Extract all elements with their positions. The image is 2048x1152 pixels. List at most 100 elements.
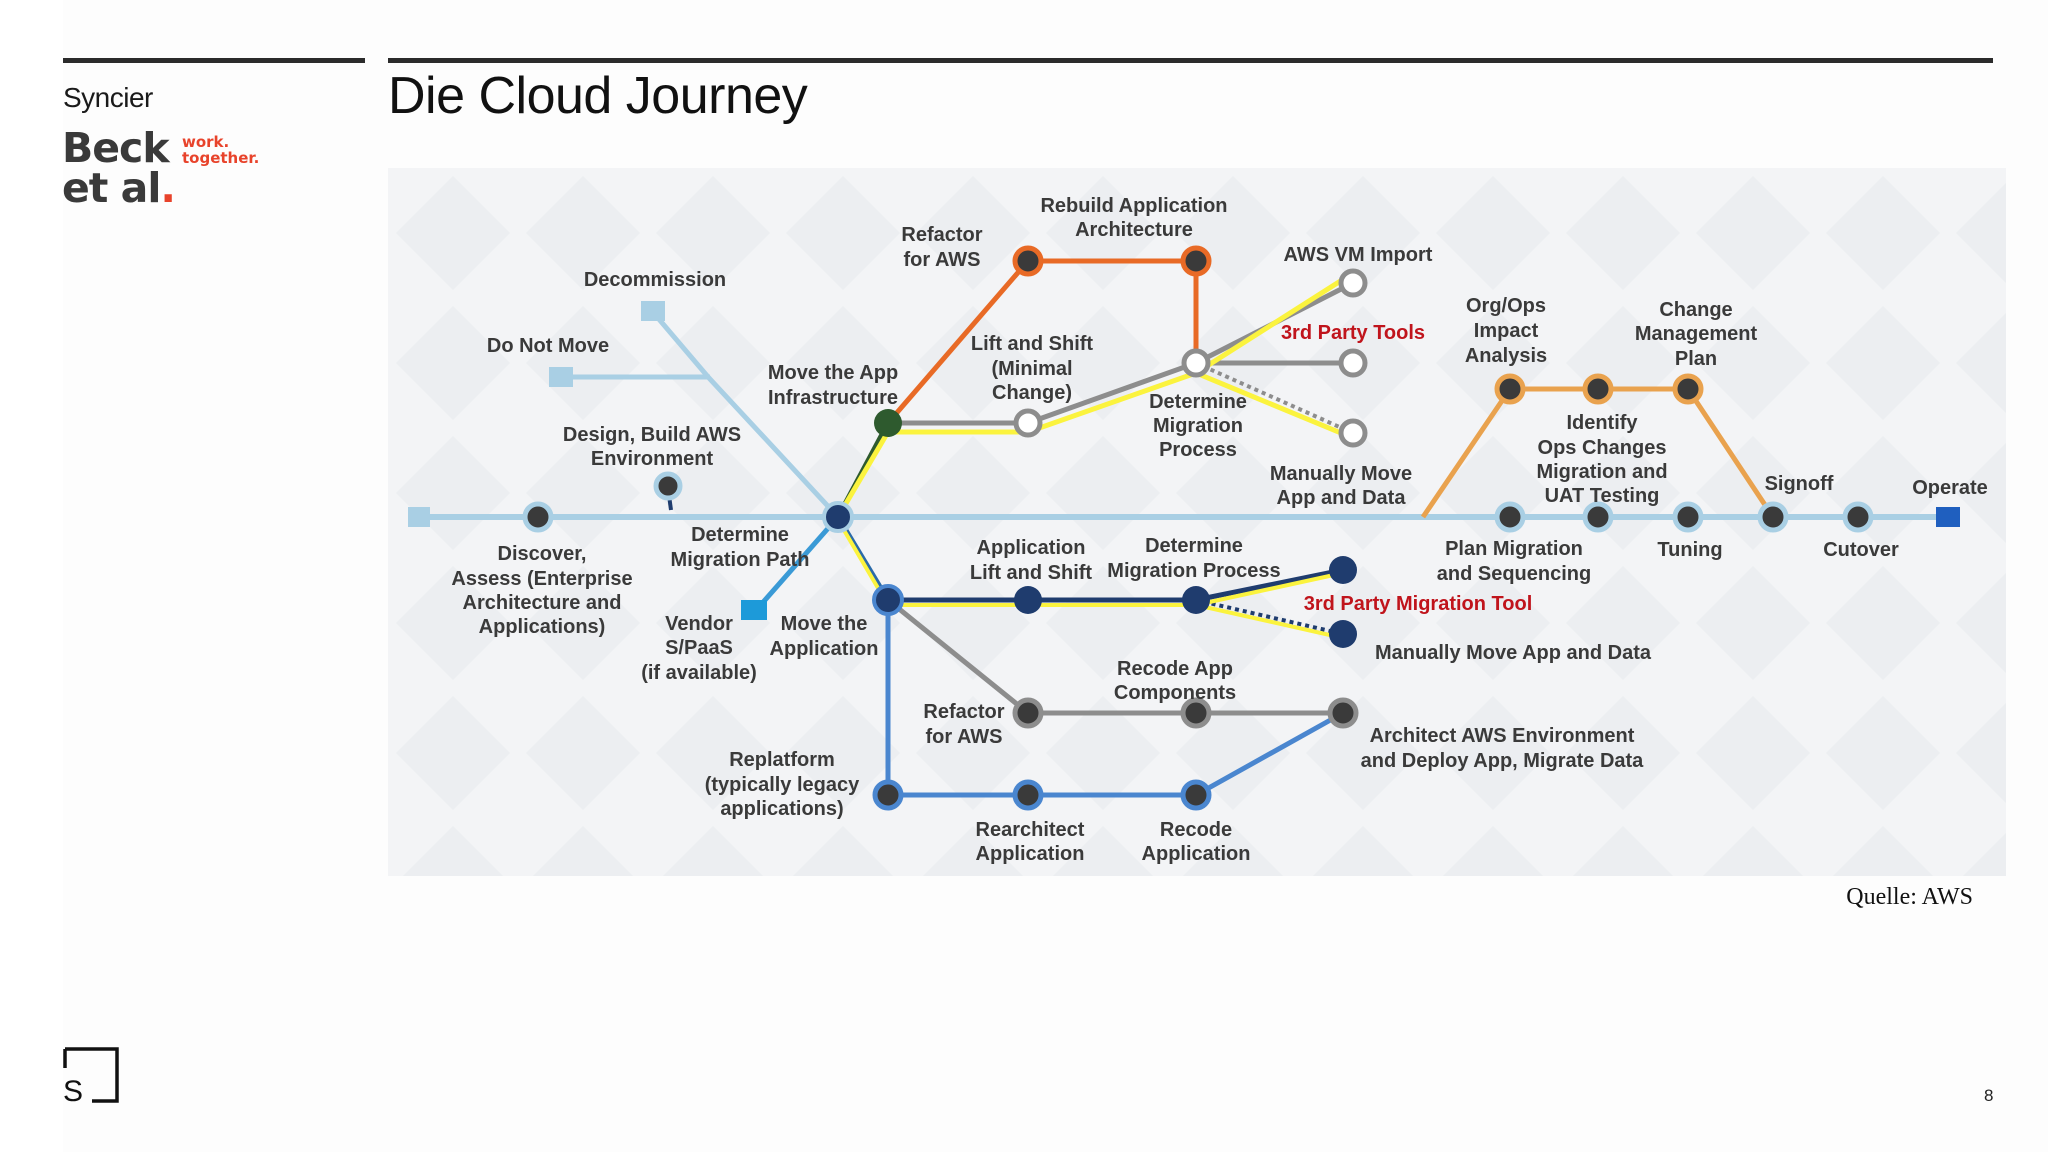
node-signoff bbox=[1757, 501, 1789, 533]
label-det-path-2: Migration Path bbox=[671, 549, 810, 571]
node-third-party-mig-tool bbox=[1329, 556, 1357, 584]
label-replatform-3: applications) bbox=[720, 798, 843, 820]
app-lift-shift-line bbox=[888, 567, 1344, 603]
label-change-mgmt-3: Plan bbox=[1675, 348, 1717, 370]
label-det-proc-2: Migration bbox=[1153, 415, 1243, 437]
label-discover-1: Discover, bbox=[498, 543, 587, 565]
diagram-labels: Decommission Do Not Move Design, Build A… bbox=[451, 195, 1987, 865]
node-identify bbox=[1582, 501, 1614, 533]
node-determine-process-b bbox=[1182, 586, 1210, 614]
label-do-not-move: Do Not Move bbox=[487, 335, 609, 357]
logo-word-etal-text: et al bbox=[62, 164, 161, 212]
label-recode-comp-2: Components bbox=[1114, 682, 1236, 704]
label-design-build-2: Environment bbox=[591, 448, 714, 470]
node-rearchitect bbox=[1012, 779, 1044, 811]
logo-tagline-1: work. bbox=[182, 133, 230, 151]
label-signoff: Signoff bbox=[1765, 473, 1834, 495]
label-decommission: Decommission bbox=[584, 269, 726, 291]
label-replatform-2: (typically legacy bbox=[705, 774, 860, 796]
label-refactor-bot-2: for AWS bbox=[925, 726, 1002, 748]
label-identify-3: Migration and bbox=[1536, 461, 1667, 483]
node-design-build bbox=[653, 471, 683, 501]
label-move-infra-2: Infrastructure bbox=[768, 387, 898, 409]
label-manual-move-1: Manually Move bbox=[1270, 463, 1412, 485]
label-identify-2: Ops Changes bbox=[1538, 437, 1667, 459]
label-cutover: Cutover bbox=[1823, 539, 1899, 561]
highlight-top-manual bbox=[1195, 370, 1354, 441]
do-not-move-square bbox=[549, 367, 573, 387]
label-move-app-1: Move the bbox=[781, 613, 868, 635]
slide-title: Die Cloud Journey bbox=[388, 67, 808, 125]
vendor-square bbox=[741, 600, 767, 620]
label-lift-shift-3: Change) bbox=[992, 382, 1072, 404]
label-identify-1: Identify bbox=[1566, 412, 1638, 434]
node-architect bbox=[1327, 697, 1359, 729]
label-aws-vm-import: AWS VM Import bbox=[1284, 244, 1433, 266]
node-replatform bbox=[872, 779, 904, 811]
source-note: Quelle: AWS bbox=[1846, 884, 1973, 910]
s-logo-letter: S bbox=[63, 1075, 83, 1104]
node-determine-path bbox=[822, 501, 854, 533]
node-recode-app bbox=[1180, 779, 1212, 811]
upper-nodes bbox=[874, 245, 1704, 448]
decommission-square bbox=[641, 301, 665, 321]
label-vendor-3: (if available) bbox=[641, 662, 757, 684]
label-recode-app-2: Application bbox=[1142, 843, 1251, 865]
node-move-app bbox=[872, 584, 904, 616]
highlight-bottom-manual bbox=[1195, 603, 1344, 640]
node-refactor-bottom bbox=[1012, 697, 1044, 729]
cloud-journey-svg: Decommission Do Not Move Design, Build A… bbox=[388, 168, 2006, 876]
label-vendor-2: S/PaaS bbox=[665, 637, 733, 659]
label-refactor-top-1: Refactor bbox=[901, 224, 982, 246]
label-third-party-tools: 3rd Party Tools bbox=[1281, 322, 1425, 344]
label-identify-4: UAT Testing bbox=[1545, 485, 1660, 507]
label-architect-1: Architect AWS Environment bbox=[1370, 725, 1635, 747]
beck-et-al-logo: Beck et al. work. together. bbox=[62, 128, 282, 209]
logo-word-etal: et al. bbox=[62, 168, 176, 209]
label-refactor-bot-1: Refactor bbox=[923, 701, 1004, 723]
label-lift-shift-1: Lift and Shift bbox=[971, 333, 1094, 355]
label-plan-mig-2: and Sequencing bbox=[1437, 563, 1591, 585]
node-orgops bbox=[1494, 373, 1526, 405]
vendor-branch bbox=[756, 515, 840, 610]
label-det-path-1: Determine bbox=[691, 524, 789, 546]
syncier-s-logo-icon: S bbox=[62, 1046, 120, 1108]
node-manual-move bbox=[1338, 418, 1368, 448]
main-line-nodes bbox=[522, 471, 1874, 533]
label-app-lift-2: Lift and Shift bbox=[970, 562, 1093, 584]
node-recode-components bbox=[1180, 697, 1212, 729]
header-rule-left bbox=[63, 58, 365, 63]
node-determine-process bbox=[1181, 348, 1211, 378]
brand-name: Syncier bbox=[63, 82, 153, 113]
node-plan-migration bbox=[1494, 501, 1526, 533]
label-third-party-mig-tool: 3rd Party Migration Tool bbox=[1304, 593, 1533, 615]
label-orgops-3: Analysis bbox=[1465, 345, 1547, 367]
label-lift-shift-2: (Minimal bbox=[991, 358, 1072, 380]
label-design-build-1: Design, Build AWS bbox=[563, 424, 741, 446]
label-refactor-top-2: for AWS bbox=[903, 249, 980, 271]
label-move-app-2: Application bbox=[770, 638, 879, 660]
label-operate: Operate bbox=[1912, 477, 1988, 499]
node-aws-vm-import bbox=[1338, 268, 1368, 298]
refactor-bottom-line bbox=[886, 598, 1343, 716]
node-third-party-tools bbox=[1338, 348, 1368, 378]
label-rebuild-2: Architecture bbox=[1075, 219, 1193, 241]
header-rule-right bbox=[388, 58, 1993, 63]
label-replatform-1: Replatform bbox=[729, 749, 835, 771]
node-move-infra bbox=[874, 409, 902, 437]
label-det-proc-b-1: Determine bbox=[1145, 535, 1243, 557]
label-plan-mig-1: Plan Migration bbox=[1445, 538, 1583, 560]
label-move-infra-1: Move the App bbox=[768, 362, 898, 384]
label-vendor-1: Vendor bbox=[665, 613, 733, 635]
label-manual-move-b: Manually Move App and Data bbox=[1375, 642, 1652, 664]
node-ops-changes bbox=[1582, 373, 1614, 405]
logo-tagline-2: together. bbox=[182, 149, 260, 167]
label-det-proc-b-2: Migration Process bbox=[1107, 560, 1280, 582]
node-manual-move-b bbox=[1329, 620, 1357, 648]
label-orgops-2: Impact bbox=[1474, 320, 1539, 342]
logo-dot: . bbox=[160, 164, 176, 212]
node-app-lift-shift bbox=[1014, 586, 1042, 614]
label-rebuild-1: Rebuild Application bbox=[1040, 195, 1227, 217]
label-det-proc-3: Process bbox=[1159, 439, 1237, 461]
label-recode-comp-1: Recode App bbox=[1117, 658, 1233, 680]
